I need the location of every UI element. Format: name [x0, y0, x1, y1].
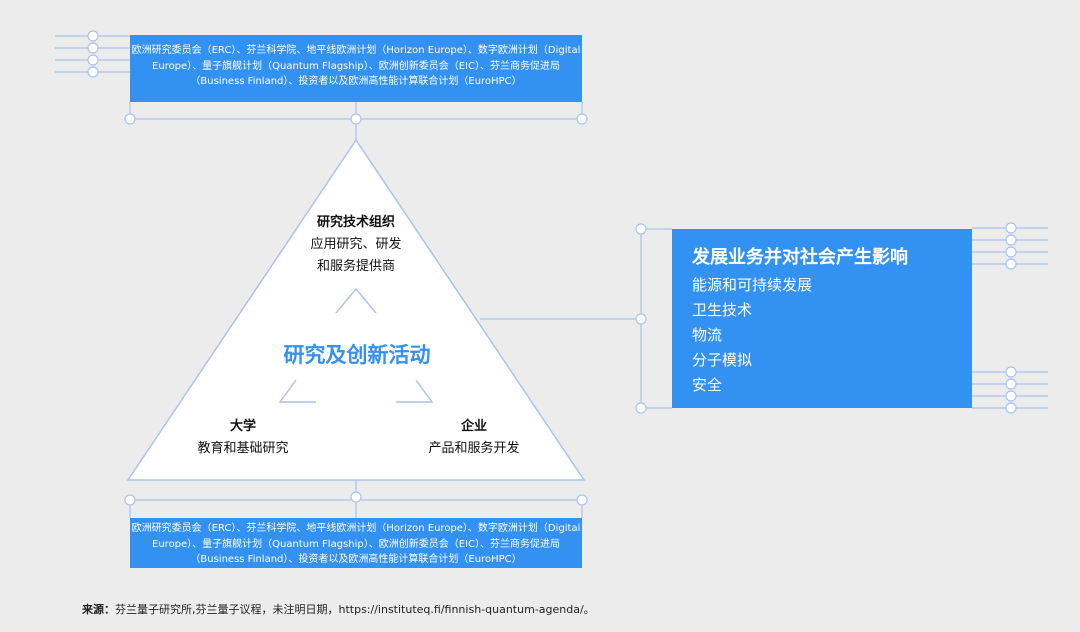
impact-item: 能源和可持续发展 — [692, 276, 813, 294]
impact-box: 发展业务并对社会产生影响 能源和可持续发展 卫生技术 物流 分子模拟 安全 — [672, 229, 972, 408]
impact-item: 物流 — [692, 326, 723, 344]
node-enterprises-title: 企业 — [460, 419, 487, 434]
node-enterprises: 企业 产品和服务开发 — [414, 416, 534, 460]
top-box-stubs — [55, 30, 130, 78]
impact-item: 卫生技术 — [692, 301, 753, 319]
node-universities: 大学 教育和基础研究 — [183, 416, 303, 460]
bottom-bus — [124, 480, 588, 518]
node-research-institutes-line1: 应用研究、研发 — [310, 237, 402, 252]
impact-item: 安全 — [692, 376, 723, 394]
triangle-center-label: 研究及创新活动 — [283, 343, 431, 367]
node-research-institutes-line2: 和服务提供商 — [316, 259, 395, 274]
funding-sources-bottom: 欧洲研究委员会（ERC）、芬兰科学院、地平线欧洲计划（Horizon Europ… — [130, 518, 582, 568]
funding-sources-top-text: 欧洲研究委员会（ERC）、芬兰科学院、地平线欧洲计划（Horizon Europ… — [131, 45, 581, 87]
impact-title: 发展业务并对社会产生影响 — [692, 247, 908, 268]
funding-sources-bottom-text: 欧洲研究委员会（ERC）、芬兰科学院、地平线欧洲计划（Horizon Europ… — [131, 523, 581, 565]
main-triangle — [126, 138, 586, 481]
source-label: 来源： — [82, 603, 115, 616]
impact-item: 分子模拟 — [692, 351, 753, 369]
node-research-institutes: 研究技术组织 应用研究、研发 和服务提供商 — [296, 212, 416, 278]
side-box-stubs — [972, 222, 1048, 414]
funding-sources-top: 欧洲研究委员会（ERC）、芬兰科学院、地平线欧洲计划（Horizon Europ… — [130, 35, 582, 102]
node-research-institutes-title: 研究技术组织 — [316, 215, 395, 230]
inner-arrow-marks — [278, 287, 434, 403]
node-enterprises-desc: 产品和服务开发 — [428, 441, 520, 456]
source-text: 芬兰量子研究所,芬兰量子议程，未注明日期，https://instituteq.… — [115, 603, 595, 616]
node-universities-title: 大学 — [229, 419, 256, 434]
node-universities-desc: 教育和基础研究 — [197, 441, 289, 456]
top-bus — [124, 102, 588, 140]
source-note: 来源：芬兰量子研究所,芬兰量子议程，未注明日期，https://institut… — [82, 601, 595, 617]
side-connector — [480, 223, 672, 414]
